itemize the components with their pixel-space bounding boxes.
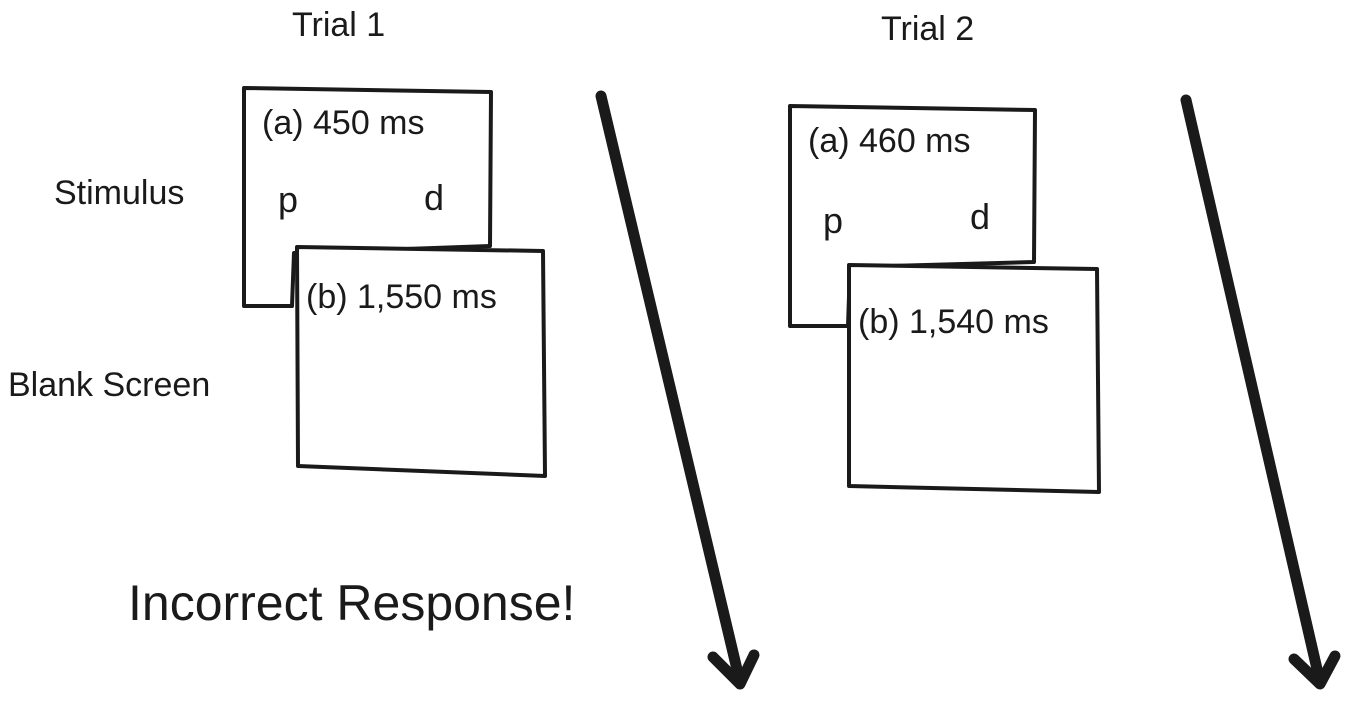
trial-1-left-letter: p (278, 179, 299, 220)
trial-1-right-letter: d (424, 177, 445, 218)
trial-2-stimulus-duration: (a) 460 ms (808, 122, 971, 160)
stimulus-row-label: Stimulus (54, 174, 185, 212)
trial-2-blank-duration: (b) 1,540 ms (858, 303, 1049, 341)
trial-2-title: Trial 2 (881, 10, 975, 48)
blank-screen-row-label: Blank Screen (8, 366, 211, 404)
trial-2-arrow-down-icon (1180, 94, 1341, 690)
trial-2-left-letter: p (823, 200, 844, 241)
trial-1-arrow-down-icon (595, 90, 760, 690)
feedback-message: Incorrect Response! (128, 575, 576, 631)
trial-2-blank-box (847, 263, 1101, 494)
trial-2-right-letter: d (970, 196, 991, 237)
trial-1-stimulus-duration: (a) 450 ms (262, 104, 425, 142)
trial-1-title: Trial 1 (292, 6, 386, 44)
trial-1-blank-duration: (b) 1,550 ms (306, 278, 497, 316)
trial-1-blank-box (295, 245, 547, 478)
